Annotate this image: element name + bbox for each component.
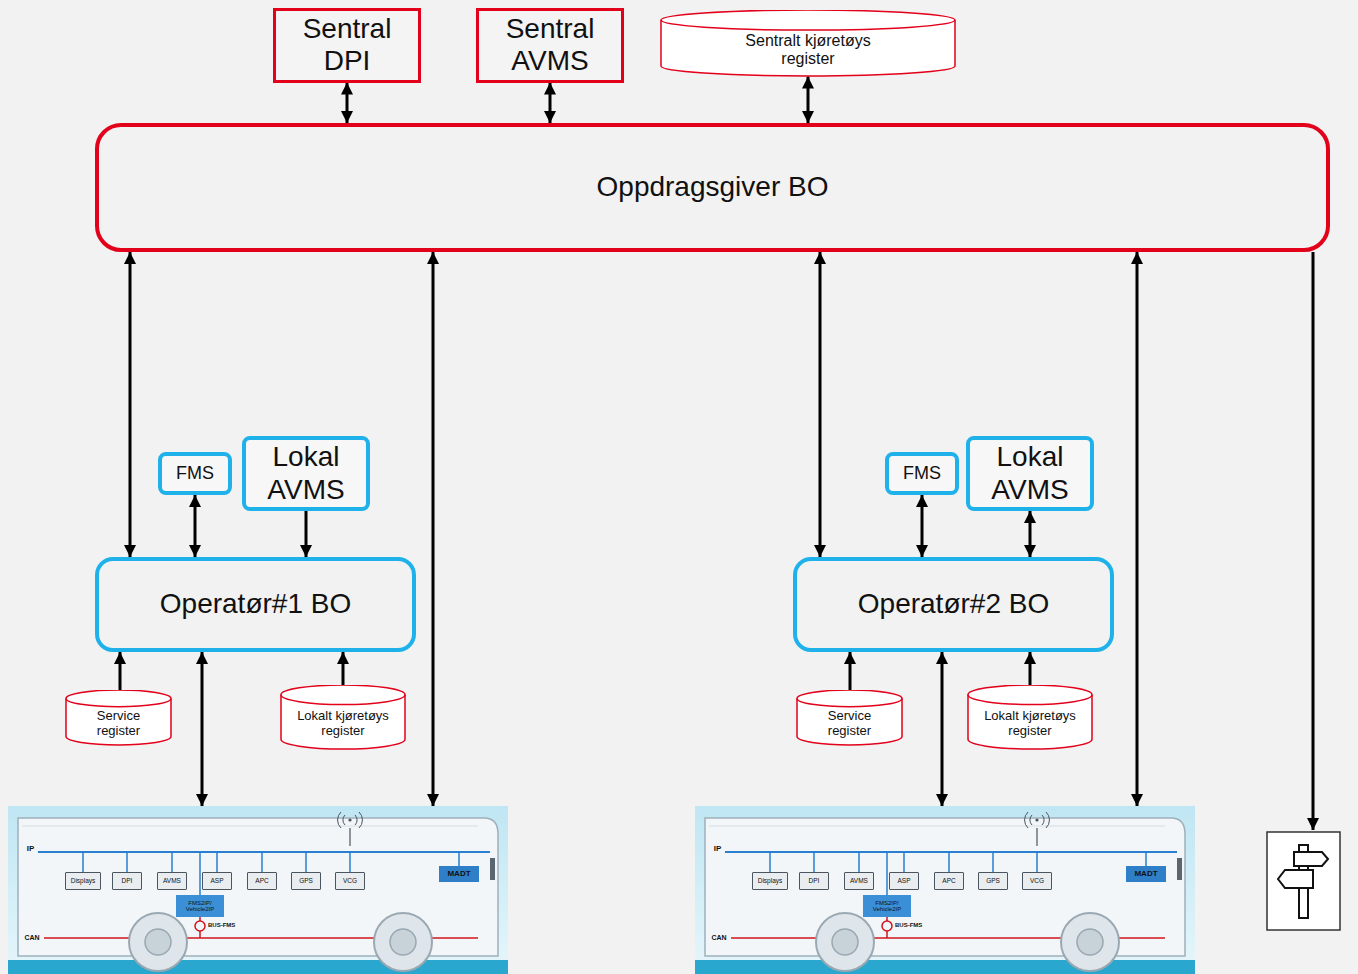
component-box: MADT [1126, 866, 1166, 882]
bus-label: IP [24, 844, 37, 854]
node-label: Lokal AVMS [246, 441, 366, 505]
node-label: Operatør#1 BO [160, 588, 351, 620]
bus-illustration [695, 806, 1195, 974]
gateway-box: FMS2IP/ Vehicle2IP [176, 895, 224, 917]
bus-label: CAN [22, 933, 42, 943]
cylinder-rim [968, 695, 1092, 705]
bus-label: BUS-FMS [895, 920, 935, 930]
cylinder-rim [281, 695, 405, 705]
node-label: Service register [79, 709, 159, 739]
component-box: DPI [112, 872, 142, 890]
connector-arrow [921, 495, 924, 557]
register-cylinder: Lokalt kjøretøys register [967, 685, 1093, 750]
central-system-box: Sentral AVMS [476, 8, 624, 83]
component-box: DPI [799, 872, 829, 890]
node-label: Operatør#2 BO [858, 588, 1049, 620]
cylinder-body [281, 685, 405, 749]
component-box: Displays [752, 872, 788, 890]
node-label: FMS [176, 463, 214, 484]
bus-label: BUS-FMS [208, 920, 248, 930]
sign-arrow [1312, 252, 1315, 830]
connector-arrow [432, 252, 435, 806]
component-box: GPS [291, 872, 321, 890]
cylinder-body [797, 690, 902, 745]
system-box: FMS [885, 452, 959, 495]
connector-arrow [119, 652, 122, 690]
register-cylinder: Service register [796, 690, 903, 746]
bus-illustration [8, 806, 508, 974]
bus-label: IP [711, 844, 724, 854]
connector-arrow [1136, 252, 1139, 806]
node-label: Service register [810, 709, 890, 739]
node-label: Sentral DPI [276, 13, 418, 77]
bus-node: IP Displays DPI AVMS ASP APC GPS VCG MADT FMS2IP/… [8, 806, 508, 974]
bus-label: CAN [709, 933, 729, 943]
cylinder-body [661, 10, 955, 76]
node-label: Lokalt kjøretøys register [287, 709, 399, 739]
operator-box: Operatør#2 BO [793, 557, 1114, 652]
connector-arrow [819, 252, 822, 557]
component-box: MADT [439, 866, 479, 882]
bus-node: IP Displays DPI AVMS ASP APC GPS VCG MADT FMS2IP/… [695, 806, 1195, 974]
connector-arrow [129, 252, 132, 557]
cylinder-rim [661, 20, 955, 30]
connector-arrow [941, 652, 944, 806]
gateway-box: FMS2IP/ Vehicle2IP [863, 895, 911, 917]
component-box: VCG [335, 872, 365, 890]
signpost-icon [1267, 832, 1340, 930]
node-label: FMS [903, 463, 941, 484]
backoffice-box: Oppdragsgiver BO [95, 123, 1330, 252]
cylinder-body [66, 690, 171, 745]
component-box: GPS [978, 872, 1008, 890]
connector-arrow [342, 652, 345, 685]
system-box: Lokal AVMS [242, 436, 370, 511]
operator-box: Operatør#1 BO [95, 557, 416, 652]
connector-arrow [1029, 511, 1032, 557]
component-box: Displays [65, 872, 101, 890]
component-box: VCG [1022, 872, 1052, 890]
node-label: Oppdragsgiver BO [597, 171, 829, 203]
node-label: Sentral AVMS [479, 13, 621, 77]
component-box: ASP [889, 872, 919, 890]
node-label: Lokalt kjøretøys register [974, 709, 1086, 739]
component-box: AVMS [157, 872, 187, 890]
central-system-box: Sentral DPI [273, 8, 421, 83]
cylinder-body [968, 685, 1092, 749]
connector-arrow [194, 495, 197, 557]
component-box: AVMS [844, 872, 874, 890]
connector-arrow [201, 652, 204, 806]
component-box: APC [247, 872, 277, 890]
component-box: APC [934, 872, 964, 890]
connector-arrow [305, 511, 308, 557]
connector-arrow [346, 83, 349, 124]
cylinder-rim [66, 698, 171, 706]
connector-arrow [549, 83, 552, 124]
node-label: Sentralt kjøretøys register [721, 32, 896, 69]
register-cylinder: Service register [65, 690, 172, 746]
system-box: FMS [158, 452, 232, 495]
connector-arrow [807, 77, 810, 124]
connector-arrow [1029, 652, 1032, 685]
register-cylinder: Sentralt kjøretøys register [660, 10, 956, 77]
system-box: Lokal AVMS [966, 436, 1094, 511]
component-box: ASP [202, 872, 232, 890]
register-cylinder: Lokalt kjøretøys register [280, 685, 406, 750]
node-label: Lokal AVMS [970, 441, 1090, 505]
connector-arrow [849, 652, 852, 690]
cylinder-rim [797, 698, 902, 706]
